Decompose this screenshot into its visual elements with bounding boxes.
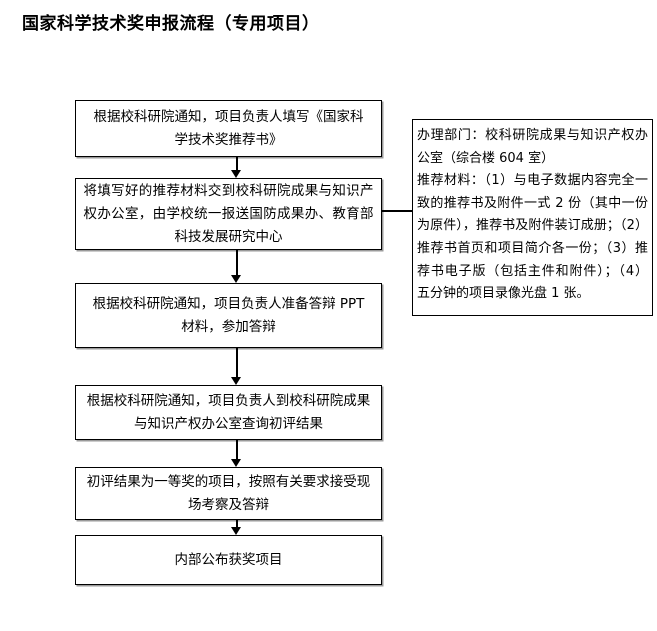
flow-connector-arrow-5 — [231, 520, 242, 535]
note-line: 五分钟的项目录像光盘 1 张。 — [417, 286, 590, 302]
note-line: 办理部门：校科研院成果与知识产权办 — [417, 128, 648, 143]
arrow-shaft — [236, 250, 238, 276]
flow-step-1-label: 根据校科研院通知，项目负责人填写《国家科学技术奖推荐书》 — [93, 108, 364, 148]
requirements-note-box: 办理部门：校科研院成果与知识产权办 公室（综合楼 604 室） 推荐材料：（1）… — [412, 119, 653, 316]
flow-step-2-label: 将填写好的推荐材料交到校科研院成果与知识产权办公室，由学校统一报送国防成果办、教… — [83, 182, 374, 245]
flow-connector-arrow-3 — [231, 348, 242, 385]
note-line: 为原件），推荐书及附件装订成册；（2） — [417, 218, 648, 234]
page-title: 国家科学技术奖申报流程（专用项目） — [22, 14, 320, 34]
arrow-head-down-icon — [231, 527, 241, 535]
note-line: 致的推荐书及附件一式 2 份（其中一份 — [417, 195, 648, 211]
arrow-head-down-icon — [231, 377, 241, 385]
flow-step-6: 内部公布获奖项目 — [75, 535, 382, 585]
flow-connector-arrow-2 — [231, 250, 242, 283]
flow-step-4: 根据校科研院通知，项目负责人到校科研院成果与知识产权办公室查询初评结果 — [75, 385, 382, 440]
note-connector-line — [382, 210, 413, 212]
flow-step-3-label: 根据校科研院通知，项目负责人准备答辩 PPT 材料，参加答辩 — [92, 295, 365, 335]
flow-step-6-label: 内部公布获奖项目 — [174, 551, 283, 568]
arrow-shaft — [236, 348, 238, 378]
arrow-head-down-icon — [231, 459, 241, 467]
flow-connector-arrow-1 — [231, 157, 242, 178]
flow-step-4-label: 根据校科研院通知，项目负责人到校科研院成果与知识产权办公室查询初评结果 — [86, 392, 371, 432]
arrow-shaft — [236, 157, 238, 171]
note-line: 公室（综合楼 604 室） — [417, 150, 555, 166]
flow-step-1: 根据校科研院通知，项目负责人填写《国家科学技术奖推荐书》 — [75, 100, 382, 157]
note-line: 荐书电子版（包括主件和附件）；（4） — [417, 263, 648, 279]
note-line: 推荐书首页和项目简介各一份；（3）推 — [417, 240, 648, 256]
flow-step-5-label: 初评结果为一等奖的项目，按照有关要求接受现场考察及答辩 — [86, 473, 371, 513]
flow-step-2: 将填写好的推荐材料交到校科研院成果与知识产权办公室，由学校统一报送国防成果办、教… — [75, 178, 382, 250]
arrow-head-down-icon — [231, 170, 241, 178]
flow-step-3: 根据校科研院通知，项目负责人准备答辩 PPT 材料，参加答辩 — [75, 283, 382, 348]
arrow-head-down-icon — [231, 275, 241, 283]
arrow-shaft — [236, 440, 238, 460]
flow-step-5: 初评结果为一等奖的项目，按照有关要求接受现场考察及答辩 — [75, 467, 382, 520]
flow-connector-arrow-4 — [231, 440, 242, 467]
note-line: 推荐材料：（1）与电子数据内容完全一 — [417, 173, 648, 189]
arrow-shaft — [236, 520, 238, 528]
